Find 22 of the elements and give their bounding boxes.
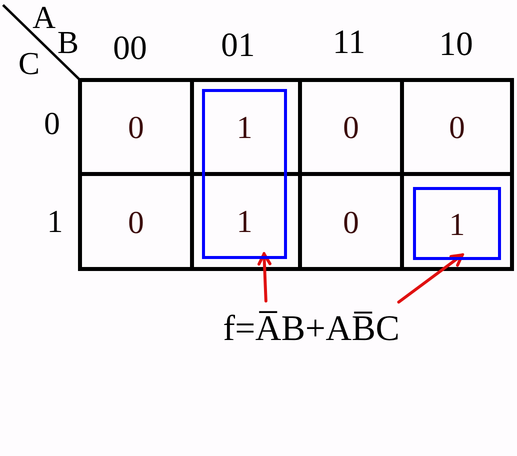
column-header: 01 bbox=[221, 29, 255, 63]
cell-value: 0 bbox=[128, 206, 144, 238]
row-header: 1 bbox=[47, 205, 63, 237]
column-header: 10 bbox=[439, 28, 473, 62]
arrow bbox=[257, 252, 272, 302]
row-header: 0 bbox=[44, 107, 60, 139]
grouping-loop bbox=[413, 187, 501, 260]
cell-value: 0 bbox=[343, 206, 359, 238]
cell-value: 1 bbox=[449, 208, 465, 240]
cell-value: 1 bbox=[236, 111, 252, 143]
variable-label: B bbox=[57, 26, 79, 58]
cell-value: 0 bbox=[449, 111, 465, 143]
cell-value: 0 bbox=[343, 111, 359, 143]
arrow bbox=[397, 253, 464, 304]
boolean-expression: f=A̅B+AB̅C bbox=[223, 301, 400, 355]
cell-value: 1 bbox=[236, 205, 252, 237]
variable-label: C bbox=[18, 47, 40, 79]
cell-value: 0 bbox=[128, 111, 144, 143]
grouping-loop bbox=[202, 89, 287, 259]
variable-label: A bbox=[32, 1, 56, 33]
column-header: 11 bbox=[332, 26, 366, 60]
column-header: 00 bbox=[113, 32, 147, 66]
